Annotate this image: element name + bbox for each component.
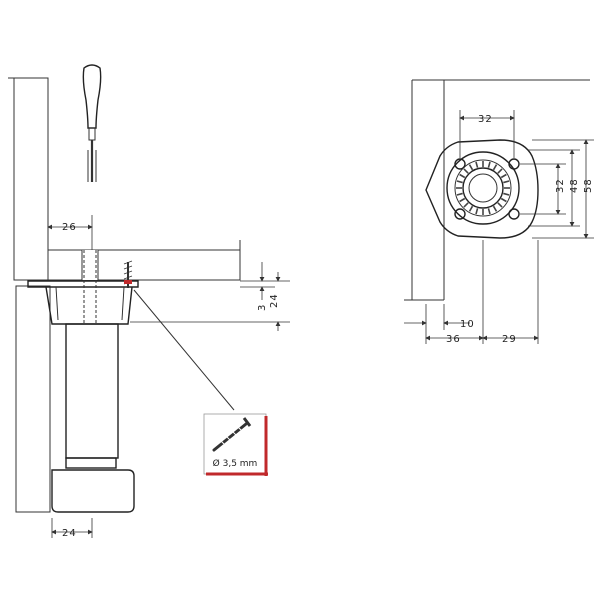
panel-outline-top-view (404, 79, 590, 301)
screw-hole-bottom-right (508, 208, 520, 220)
ring-tooth (468, 164, 474, 171)
screw-icon (212, 417, 252, 452)
screw-hole-bottom-left (454, 208, 466, 220)
cabinet-bottom-panel (47, 240, 241, 281)
ring-tooth (459, 197, 466, 203)
svg-text:24: 24 (269, 293, 280, 308)
svg-text:26: 26 (62, 222, 77, 233)
dimension-cabinet-offset: 26 (47, 215, 93, 250)
leg-adjust-ring (65, 457, 117, 469)
mounting-plate-top (425, 139, 539, 239)
ring-tooth (456, 180, 463, 184)
ring-tooth (492, 205, 498, 212)
svg-text:29: 29 (502, 334, 517, 345)
ring-tooth (503, 192, 510, 196)
ring-tooth (463, 202, 469, 208)
screw-hole-top-left (454, 158, 466, 170)
ring-tooth (459, 173, 466, 179)
screwdriver-icon (82, 64, 102, 182)
ring-tooth (492, 164, 498, 171)
dimension-leg-width: 24 (51, 518, 93, 539)
svg-text:48: 48 (569, 178, 580, 193)
adjustment-ring-teeth (456, 161, 510, 215)
ring-tooth (497, 202, 503, 208)
ring-tooth (487, 208, 491, 215)
cabinet-side-panel (8, 77, 49, 281)
screw-holes (454, 158, 520, 220)
dimension-hole-spacing-width: 32 (459, 110, 515, 158)
screw-hole-top-right (508, 158, 520, 170)
dimension-vertical-right: 3 24 (130, 262, 290, 331)
screw (123, 260, 133, 288)
ring-tooth (497, 168, 503, 174)
svg-text:36: 36 (446, 334, 461, 345)
screw-diameter-label: Ø 3,5 mm (213, 458, 258, 469)
ring-tooth (500, 197, 507, 203)
screw-leader-line (133, 289, 235, 411)
dimension-vertical-stack: 32 48 58 (520, 139, 594, 239)
ring-tooth (503, 180, 510, 184)
svg-text:3: 3 (257, 304, 268, 311)
top-view: 32 32 48 58 10 36 (404, 79, 594, 345)
svg-text:32: 32 (555, 178, 566, 193)
leg-foot (51, 469, 135, 513)
ring-tooth (500, 173, 507, 179)
dimension-horizontal-bottom: 10 36 29 (404, 240, 539, 345)
plinth-panel (15, 285, 51, 513)
side-view: Ø 3,5 mm 26 3 24 24 (8, 64, 290, 539)
svg-text:32: 32 (478, 114, 493, 125)
ring-tooth (456, 192, 463, 196)
svg-text:10: 10 (460, 319, 475, 330)
ring-tooth (475, 208, 479, 215)
svg-text:58: 58 (583, 178, 594, 193)
ring-tooth (468, 205, 474, 212)
ring-tooth (487, 161, 491, 168)
svg-text:24: 24 (62, 528, 77, 539)
ring-tooth (463, 168, 469, 174)
mounting-plate (27, 280, 139, 325)
screw-callout: Ø 3,5 mm (203, 413, 268, 476)
ring-tooth (475, 161, 479, 168)
